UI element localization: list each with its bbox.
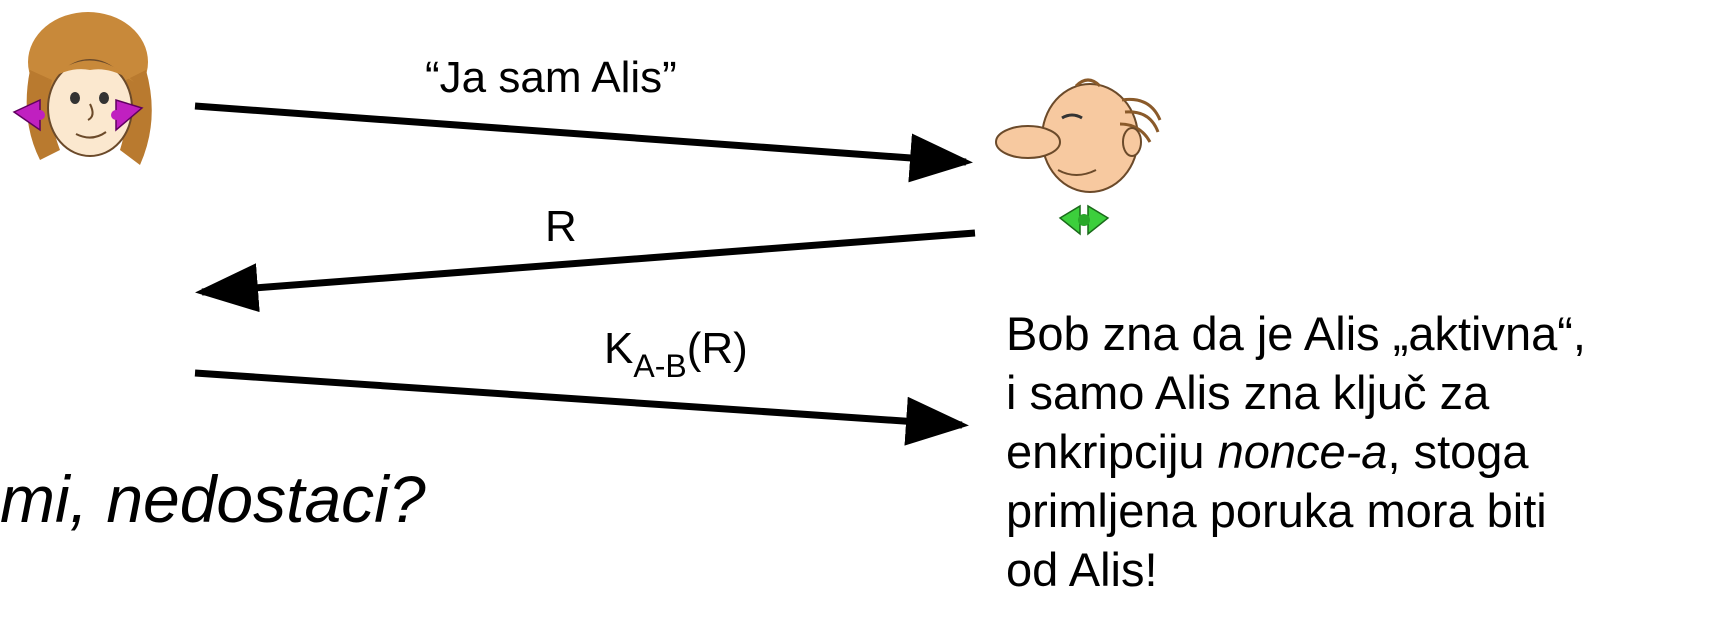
- arrow-bob-to-alice: [195, 229, 976, 313]
- message-1-label: “Ja sam Alis”: [425, 53, 677, 102]
- explanation-line-3-italic: nonce-a: [1217, 425, 1388, 478]
- message-3-tail: (R): [686, 324, 748, 373]
- message-2-label: R: [545, 202, 577, 251]
- explanation-line-4: primljena poruka mora biti: [1006, 484, 1547, 537]
- alice-avatar-icon: [12, 12, 152, 165]
- arrow-alice-to-bob-1: [194, 102, 973, 183]
- explanation-line-2: i samo Alis zna ključ za: [1006, 366, 1490, 419]
- arrow-alice-to-bob-2: [194, 369, 969, 446]
- message-3-subscript: A-B: [633, 348, 687, 384]
- explanation-line-3-post: , stoga: [1387, 425, 1529, 478]
- explanation-line-1: Bob zna da je Alis „aktivna“,: [1006, 307, 1586, 360]
- explanation-text: Bob zna da je Alis „aktivna“, i samo Ali…: [1006, 304, 1726, 599]
- explanation-line-3-pre: enkripciju: [1006, 425, 1218, 478]
- explanation-line-5: od Alis!: [1006, 543, 1158, 596]
- explanation-line-3: enkripciju nonce-a, stoga: [1006, 422, 1726, 481]
- message-3-main: K: [604, 324, 634, 373]
- message-3-label: KA-B(R): [604, 324, 748, 383]
- bob-avatar-icon: [995, 78, 1162, 236]
- question-text: mi, nedostaci?: [0, 462, 426, 536]
